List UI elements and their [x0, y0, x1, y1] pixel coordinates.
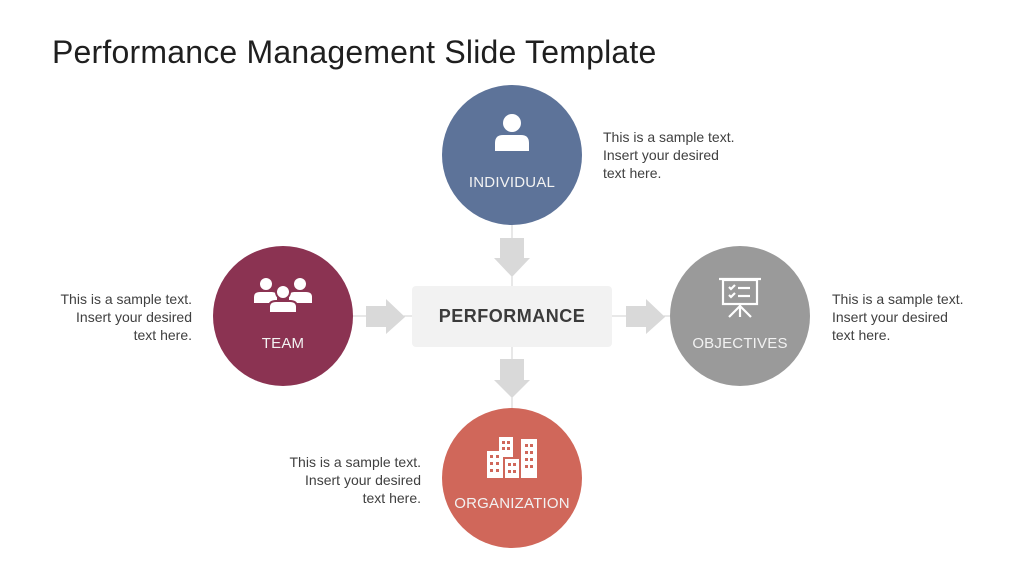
note-line: This is a sample text. [603, 129, 735, 145]
note-line: Insert your desired [305, 472, 421, 488]
note-line: This is a sample text. [289, 454, 422, 470]
node-team: TEAM [213, 246, 353, 386]
center-label: PERFORMANCE [438, 306, 586, 326]
presentation-board-icon [719, 277, 761, 318]
buildings-icon [487, 437, 537, 478]
note-team: This is a sample text. Insert your desir… [40, 290, 193, 344]
center-box-performance: PERFORMANCE [412, 286, 612, 347]
arrow-right-left [366, 299, 405, 334]
node-label: TEAM [261, 335, 305, 352]
note-line: Insert your desired [603, 147, 719, 163]
node-label: OBJECTIVES [692, 335, 788, 352]
note-organization: This is a sample text. Insert your desir… [270, 453, 422, 507]
note-line: This is a sample text. [832, 291, 964, 307]
arrow-down-top [494, 238, 530, 277]
node-individual: INDIVIDUAL [442, 85, 582, 225]
node-label: INDIVIDUAL [468, 174, 556, 191]
note-individual: This is a sample text. Insert your desir… [603, 128, 735, 182]
note-line: Insert your desired [832, 309, 948, 325]
note-line: text here. [832, 327, 891, 343]
person-icon [495, 114, 529, 151]
note-line: text here. [603, 165, 662, 181]
note-line: text here. [133, 327, 192, 343]
node-objectives: OBJECTIVES [670, 246, 810, 386]
arrow-right-right [626, 299, 665, 334]
group-icon [254, 278, 312, 313]
note-line: Insert your desired [76, 309, 192, 325]
note-line: This is a sample text. [60, 291, 193, 307]
slide-title: Performance Management Slide Template [52, 34, 657, 70]
node-organization: ORGANIZATION [442, 408, 582, 548]
node-label: ORGANIZATION [454, 495, 570, 512]
arrow-down-bottom [494, 359, 530, 398]
note-objectives: This is a sample text. Insert your desir… [832, 290, 964, 344]
note-line: text here. [362, 490, 421, 506]
